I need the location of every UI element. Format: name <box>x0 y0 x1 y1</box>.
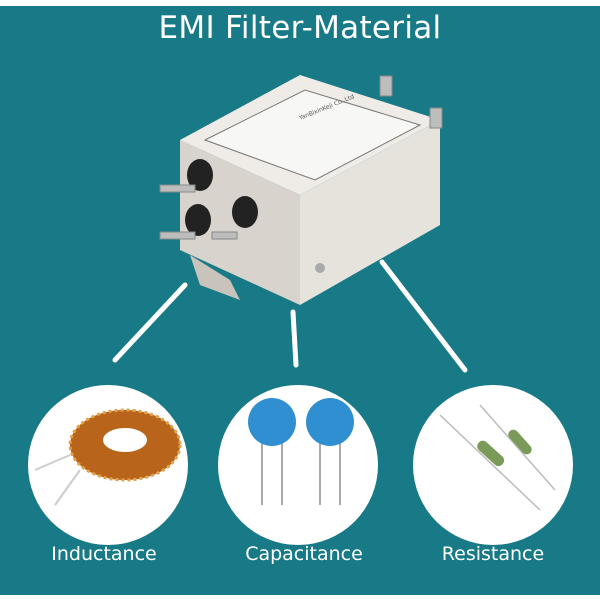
page-title: EMI Filter-Material <box>158 10 442 46</box>
toroid-inductor-icon <box>34 408 182 506</box>
resistance-circle <box>413 385 573 545</box>
resistor-icon <box>439 404 556 511</box>
connector-line-inductance <box>112 282 188 363</box>
label-resistance: Resistance <box>441 543 545 565</box>
capacitance-circle <box>218 385 378 545</box>
connector-line-capacitance <box>290 309 299 368</box>
connector-lines <box>112 259 468 373</box>
ceramic-capacitor-icon <box>248 398 354 505</box>
connector-line-resistance <box>379 259 468 373</box>
inductance-circle <box>28 385 188 545</box>
label-inductance: Inductance <box>51 543 157 565</box>
label-capacitance: Capacitance <box>245 543 363 565</box>
emi-filter-icon: YanBixinKeji Co.,Ltd <box>159 75 443 305</box>
